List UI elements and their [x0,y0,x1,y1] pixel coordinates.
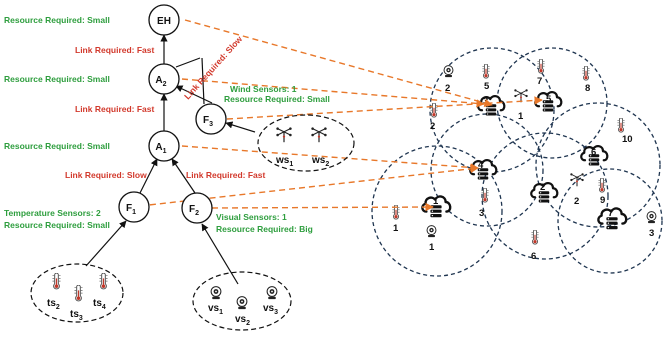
sensor-number: 9 [600,195,605,206]
sensor-number: 7 [537,76,542,87]
sensor-number: 1 [429,242,435,253]
sensor-number: 1 [393,223,399,234]
wind-sensors-label: Wind Sensors: 1 [230,84,297,94]
mapping-arrow-f2 [211,202,434,212]
temperature-sensor-4-label: ts4 [93,298,106,311]
fog-node-number: 4 [478,160,484,171]
mapping-arrow-eh [184,19,493,108]
fog-node-number: 3 [483,96,488,107]
visual-sensors-label: Visual Sensors: 1 [216,212,287,222]
coverage-circle-6 [535,102,661,228]
fog-node-number: 2 [540,182,545,193]
sensor-number: 6 [531,251,536,262]
resource-label-a1: Resource Required: Small [4,141,110,151]
coverage-circle-1 [371,145,503,277]
requirement-labels: Resource Required: Small Link Required: … [4,15,330,234]
anemometer-icon [514,89,528,103]
sensor-number: 5 [484,81,490,92]
temperature-sensor-group: ts2 ts3 ts4 [30,263,124,323]
thermometer-icon [537,59,545,74]
node-eh[interactable]: EH [148,4,180,36]
node-a2[interactable]: A2 [148,63,180,95]
node-f1[interactable]: F1 [118,191,150,223]
sensor-number: 2 [430,121,435,132]
node-f3-label: F3 [203,115,213,128]
temperature-sensor-2-label: ts2 [47,298,60,311]
sensor-number: 3 [649,228,654,239]
camera-icon [443,65,454,78]
sensor-number: 10 [622,134,633,145]
thermometer-icon [74,285,83,302]
thermometer-icon [582,66,590,81]
visual-sensor-2-label: vs2 [235,314,250,327]
camera-icon [266,286,278,300]
link-label-a1-f1: Link Required: Slow [65,170,147,180]
link-label-eh-a2: Link Required: Fast [75,45,155,55]
thermometer-icon [531,230,539,245]
thermometer-icon [598,178,606,193]
coverage-circle-7 [557,168,663,274]
mapping-arrow-f3 [226,96,543,120]
anemometer-icon [276,127,292,143]
link-label-a2-a1: Link Required: Fast [75,104,155,114]
sensor-number: 8 [585,83,590,94]
node-f2-label: F2 [189,204,199,217]
anemometer-icon [311,127,327,143]
network-sensors: 2 5 2 1 7 8 10 2 9 3 1 1 6 3 [392,59,657,262]
fog-node-number: 5 [546,94,552,105]
coverage-areas [371,47,663,277]
thermometer-icon [430,103,438,118]
thermometer-icon [481,188,489,203]
temperature-sensors-label: Temperature Sensors: 2 [4,208,101,218]
resource-label-f3: Resource Required: Small [224,94,330,104]
node-a2-label: A2 [155,75,166,88]
thermometer-icon [52,273,61,290]
resource-label-f2: Resource Required: Big [216,224,313,234]
thermometer-icon [617,118,625,133]
wind-sensor-1-label: ws1 [275,155,293,168]
coverage-circle-2 [481,132,609,260]
mapping-arrow-f1 [139,164,479,207]
wind-sensor-2-label: ws2 [311,155,329,168]
sensor-number: 2 [574,196,579,207]
node-f2[interactable]: F2 [181,192,213,224]
node-f1-label: F1 [126,203,136,216]
camera-icon [236,296,248,310]
link-label-a1-f2: Link Required: Fast [186,170,266,180]
mapping-arrow-a1 [181,145,479,172]
coverage-circle-5 [496,47,608,159]
node-f3[interactable]: F3 [195,103,227,135]
visual-sensor-3-label: vs3 [263,303,278,316]
visual-sensor-group: vs1 vs2 vs3 [192,271,292,331]
node-a1-label: A1 [155,142,166,155]
sensor-number: 3 [479,208,484,219]
temperature-sensor-3-label: ts3 [70,309,83,322]
node-a1[interactable]: A1 [148,130,180,162]
mapping-arrow-a2 [181,78,485,108]
tree-edges [85,34,256,285]
visual-sensor-1-label: vs1 [208,303,223,316]
sensor-number: 1 [518,111,524,122]
fog-node-number: 1 [433,196,439,207]
fog-nodes [421,90,628,231]
thermometer-icon [482,64,490,79]
camera-icon [210,286,222,300]
wind-sensor-group: ws1 ws2 [257,114,355,172]
resource-label-a2: Resource Required: Small [4,74,110,84]
coverage-circle-4 [430,113,544,227]
thermometer-icon [99,273,108,290]
resource-label-f1: Resource Required: Small [4,220,110,230]
fog-node-number: 6 [591,147,596,158]
node-eh-label: EH [157,16,171,27]
camera-icon [426,225,437,238]
coverage-circle-3 [429,47,555,173]
mapping-arrows [139,19,543,212]
fog-node-number: 7 [608,208,613,219]
camera-icon [646,211,657,224]
resource-label-eh: Resource Required: Small [4,15,110,25]
sensor-number: 2 [445,83,450,94]
